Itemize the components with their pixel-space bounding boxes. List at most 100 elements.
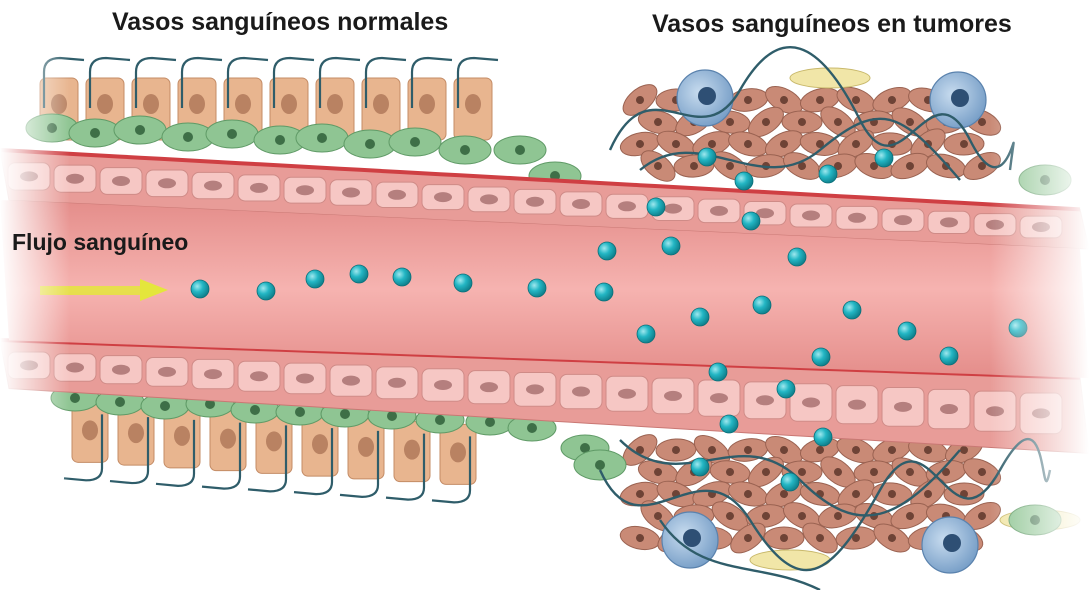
pericyte [389,128,441,156]
endothelial-cell [928,389,970,428]
nanoparticle-icon [350,265,368,283]
nanoparticle-icon [788,248,806,266]
endothelial-cell [790,204,832,227]
nanoparticle-icon [735,172,753,190]
epithelial-cell [64,402,108,480]
nanoparticle-icon [662,237,680,255]
right-fade [990,0,1089,590]
tumor-cell [727,436,770,464]
endothelial-cell [376,182,418,207]
endothelial-cell [238,361,280,391]
epithelial-cell [294,416,338,494]
nanoparticle-icon [647,198,665,216]
nanoparticle-icon [393,268,411,286]
nanoparticle-icon [940,347,958,365]
endothelial-cell [606,376,648,411]
nanoparticle-icon [742,212,760,230]
nanoparticle-icon [191,280,209,298]
endothelial-cell [238,175,280,201]
endothelial-cell [330,365,372,396]
epithelial-cell [340,419,384,497]
blood-flow-label: Flujo sanguíneo [12,229,188,256]
endothelial-cell [100,356,142,384]
epithelial-cell [156,408,200,486]
nanoparticle-icon [691,308,709,326]
left-fade [0,0,70,590]
immune-cell [922,517,978,573]
endothelial-cell [698,380,740,416]
endothelial-cell [652,378,694,414]
endothelial-cell [146,170,188,197]
epithelial-cell [362,58,406,140]
endothelial-cell [330,180,372,206]
endothelial-cell [698,199,740,223]
nanoparticle-icon [781,473,799,491]
nanoparticle-icon [306,270,324,288]
pericyte [114,116,166,144]
endothelial-cell [192,359,234,388]
endothelial-cell [882,209,924,232]
pericyte [494,136,546,164]
tumor-cell [764,527,804,549]
nanoparticle-icon [814,428,832,446]
endothelial-cell [514,189,556,214]
endothelial-cell [284,363,326,394]
endothelial-cell [790,384,832,422]
nanoparticle-icon [637,325,655,343]
nanoparticle-icon [819,165,837,183]
nanoparticle-icon [753,296,771,314]
tumor-cell [944,133,984,156]
epithelial-cell [110,405,154,483]
pericyte [296,124,348,152]
endothelial-cell [192,172,234,198]
immune-cell [930,72,986,128]
nanoparticle-icon [595,283,613,301]
epithelial-cell [386,422,430,500]
pericyte [206,120,258,148]
endothelial-cell [514,372,556,406]
endothelial-cell [836,206,878,229]
nanoparticle-icon [843,301,861,319]
endothelial-cell [928,211,970,233]
epithelial-cell [248,413,292,491]
nanoparticle-icon [875,149,893,167]
epithelial-cell [454,58,498,140]
endothelial-cell [882,387,924,426]
nanoparticle-icon [898,322,916,340]
endothelial-cell [468,371,510,404]
nanoparticle-icon [720,415,738,433]
endothelial-cell [560,192,602,216]
nanoparticle-icon [528,279,546,297]
nanoparticle-icon [698,148,716,166]
endothelial-cell [836,386,878,424]
nanoparticle-icon [691,458,709,476]
nanoparticle-icon [598,242,616,260]
nanoparticle-icon [454,274,472,292]
endothelial-cell [422,185,464,210]
endothelial-cell [560,374,602,408]
nanoparticle-icon [709,363,727,381]
endothelial-cell [284,177,326,203]
tumor-cell [782,111,822,134]
tumor-vessels-title: Vasos sanguíneos en tumores [652,10,1012,39]
nanoparticle-icon [257,282,275,300]
pericyte [574,450,626,480]
pericyte [344,130,396,158]
endothelial-cell [376,367,418,399]
endothelial-cell [468,187,510,212]
tumor-cell [944,483,984,506]
nanoparticle-icon [777,380,795,398]
normal-vessels-title: Vasos sanguíneos normales [112,8,448,37]
endothelial-cell [100,168,142,195]
pericyte [439,136,491,164]
nanoparticle-icon [812,348,830,366]
endothelial-cell [606,194,648,218]
tumor-cell [655,438,696,462]
pericyte [69,119,121,147]
epithelial-cell [202,411,246,489]
epithelial-cell [432,424,476,502]
endothelial-cell [146,358,188,387]
endothelial-cell [422,369,464,401]
